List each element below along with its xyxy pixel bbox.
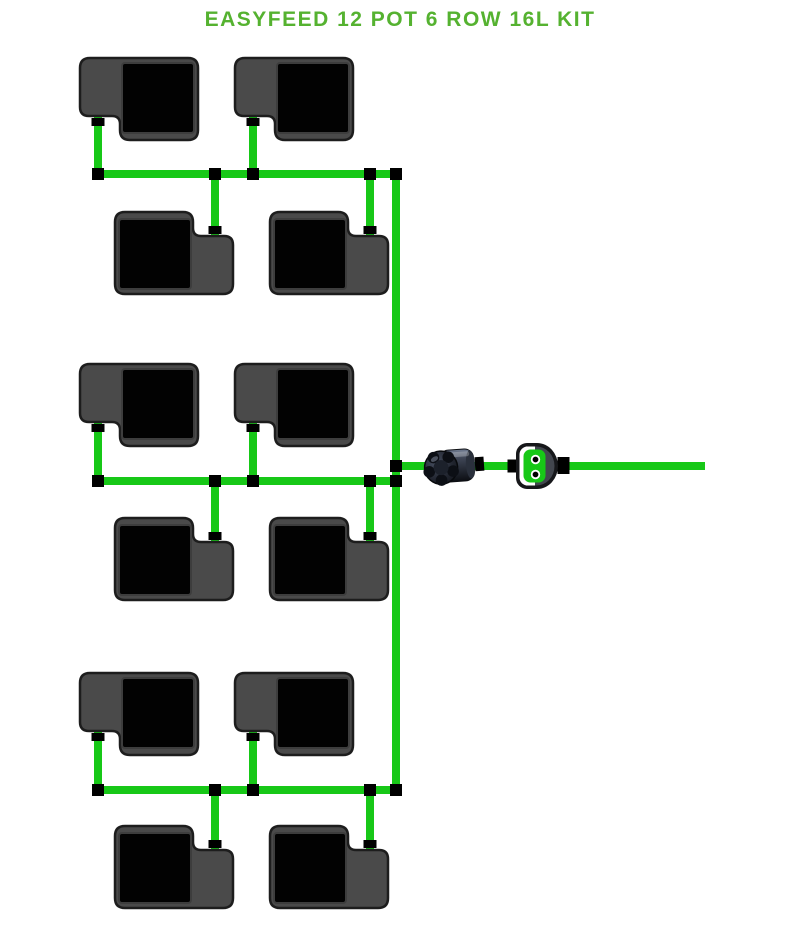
supply-tee-connector [390,460,402,472]
tee-connector [209,168,221,180]
pot-inlet-connector [363,532,377,540]
pot-tube [249,114,257,178]
pot-inlet-connector [246,118,260,126]
tee-connector [364,168,376,180]
pot-inlet-connector [91,733,105,741]
tee-connector [247,168,259,180]
pot-inlet-connector [208,226,222,234]
pot-inlet-connector [246,424,260,432]
splitter-port-bottom [532,471,539,478]
pot-tube [94,420,102,485]
tee-connector [247,784,259,796]
tee-connector [92,784,104,796]
pot-tube [94,729,102,794]
pot-tube [366,786,374,852]
pot-inlet-connector [363,226,377,234]
pot-tube [94,114,102,178]
inline-tap-valve [423,448,485,486]
pot-inlet-connector [246,733,260,741]
pot-tube [366,477,374,544]
pot-inlet-connector [363,840,377,848]
valve-end-cap [465,450,476,479]
pot-inlet-connector [91,424,105,432]
tee-connector [92,168,104,180]
valve-knob-center [433,460,449,476]
pot-inlet-layer [91,118,377,848]
tee-connector [247,475,259,487]
pot-tube [211,786,219,852]
tee-connector [364,475,376,487]
pot-tube [366,170,374,238]
tee-connector [209,784,221,796]
splitter-port-top [532,456,539,463]
page-title: EASYFEED 12 POT 6 ROW 16L KIT [205,8,596,31]
splitter-valve [507,443,570,489]
cross-connector [390,475,402,487]
elbow-connector [390,784,402,796]
valve-knob-highlight [430,456,439,462]
pot-tube [211,477,219,544]
elbow-connector [390,168,402,180]
valve-outlet-connector [474,456,485,472]
pot-tube [211,170,219,238]
pot-inlet-connector [91,118,105,126]
pot-inlet-connector [208,532,222,540]
tee-connector [92,475,104,487]
tee-connector [364,784,376,796]
pot-inlet-connector [208,840,222,848]
splitter-inlet-stub [507,459,517,473]
pot-tube [249,729,257,794]
splitter-outlet-stub [557,457,570,474]
pot-tube [249,420,257,485]
junction-layer [92,168,402,796]
tee-connector [209,475,221,487]
